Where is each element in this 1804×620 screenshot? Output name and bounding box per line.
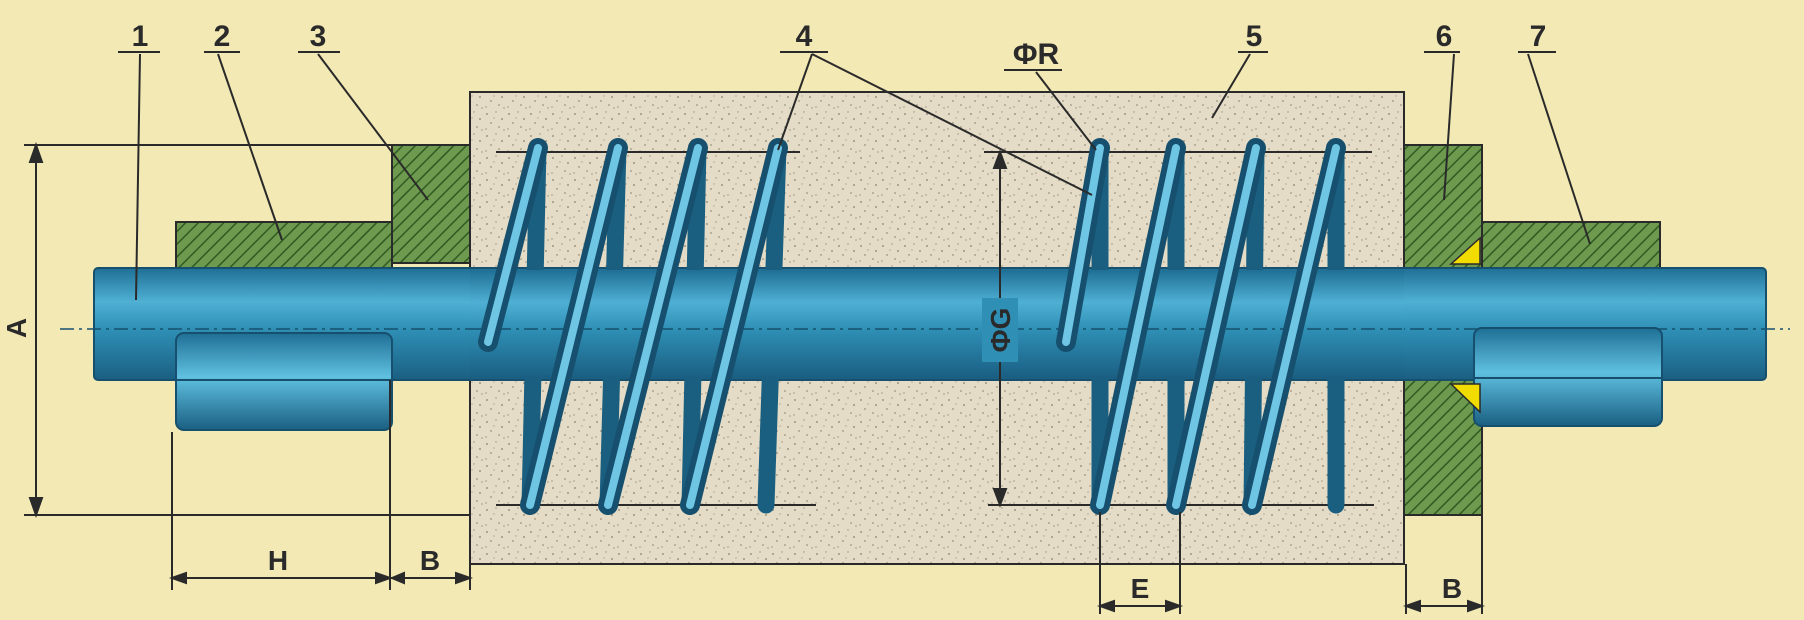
part-label-1: 1 xyxy=(132,20,149,53)
dimension-b-right-label: B xyxy=(1442,573,1462,604)
left-washer xyxy=(391,144,471,264)
dimension-a-lines xyxy=(24,141,470,519)
dimension-e-label: E xyxy=(1131,573,1150,604)
part-label-5: 5 xyxy=(1246,20,1263,53)
part-label-2: 2 xyxy=(214,20,231,53)
dimension-h-label: H xyxy=(268,545,288,576)
part-label-4: 4 xyxy=(796,20,813,53)
dimension-b-left-label: B xyxy=(420,545,440,576)
right-nut-section xyxy=(1481,221,1661,271)
dimension-a-label: A xyxy=(1,318,32,338)
weld-bottom xyxy=(1449,383,1481,414)
part-label-6: 6 xyxy=(1436,20,1453,53)
dimension-g-label: ΦG xyxy=(985,308,1016,353)
dimension-bottom-lines xyxy=(169,380,1485,614)
part-label-3: 3 xyxy=(310,20,327,53)
part-label-7: 7 xyxy=(1530,20,1547,53)
dimension-r-label: ΦR xyxy=(1013,38,1060,71)
left-nut-body xyxy=(175,332,393,431)
weld-top xyxy=(1449,236,1481,265)
left-nut-section xyxy=(175,221,393,271)
leader-lines xyxy=(118,51,1591,301)
spring-coils-front xyxy=(478,138,1346,515)
